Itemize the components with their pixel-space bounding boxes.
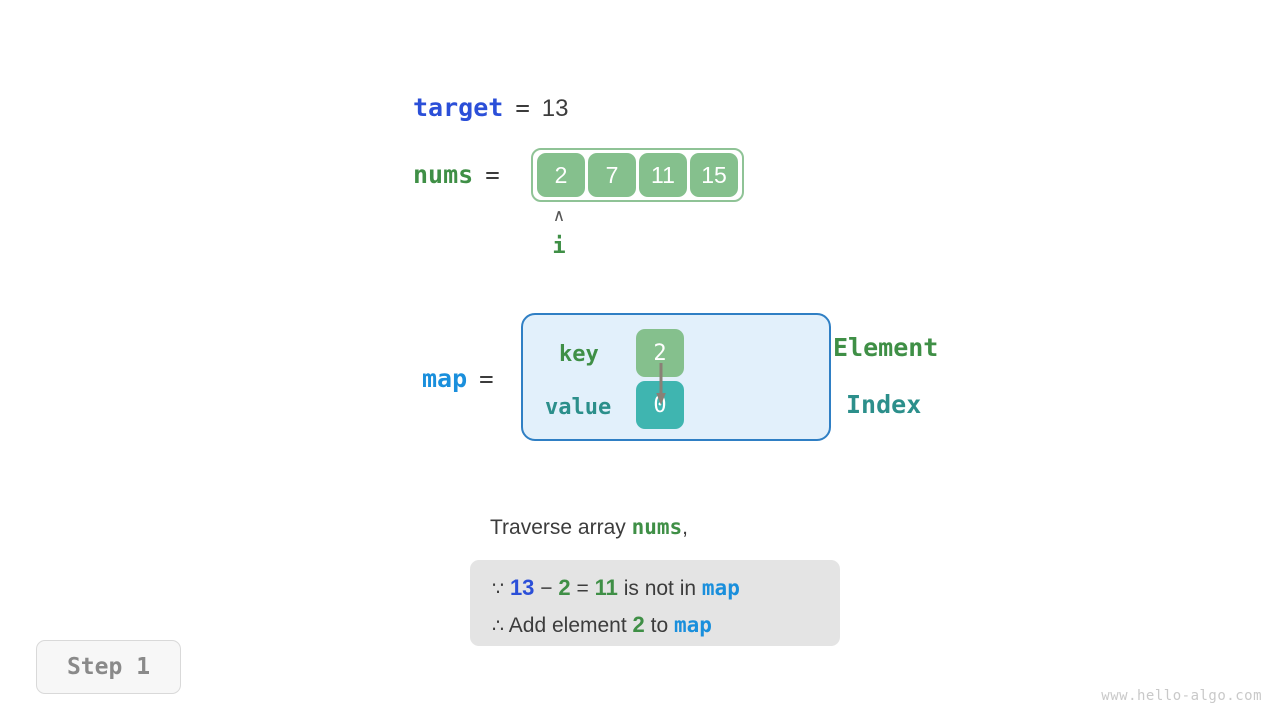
index-pointer: ∧ i — [531, 206, 587, 260]
operand-current: 2 — [558, 575, 571, 600]
step-badge: Step 1 — [36, 640, 181, 694]
map-key-label: key — [559, 342, 599, 367]
array-cell: 15 — [690, 153, 738, 197]
target-assignment: target = 13 — [413, 93, 568, 123]
target-equals-sign: = — [515, 94, 530, 122]
explanation-line-2: ∴ Add element 2 to map — [492, 607, 818, 644]
nums-assignment: nums = — [413, 160, 500, 189]
traverse-description: Traverse array nums, — [490, 515, 688, 540]
array-container: 2 7 11 15 — [531, 148, 744, 202]
to-text: to — [650, 614, 669, 637]
caret-up-icon: ∧ — [552, 206, 566, 226]
map-container: key value 2 0 — [521, 313, 831, 441]
traverse-text-suffix: , — [682, 516, 689, 539]
explanation-box: ∵ 13 − 2 = 11 is not in map ∴ Add elemen… — [470, 560, 840, 646]
map-entry-column: key value 2 0 — [523, 315, 829, 439]
array-cell: 11 — [639, 153, 687, 197]
index-pointer-label: i — [552, 234, 566, 259]
map-equals-sign: = — [479, 365, 494, 393]
element-side-label: Element — [833, 333, 939, 362]
array-cell: 7 — [588, 153, 636, 197]
nums-variable-label: nums — [413, 160, 474, 189]
because-symbol: ∵ — [492, 578, 505, 600]
key-to-value-arrow-icon — [656, 363, 666, 405]
minus-operator: − — [540, 577, 553, 600]
map-variable-label: map — [422, 364, 468, 393]
traverse-text-prefix: Traverse array — [490, 516, 632, 539]
map-value-label: value — [545, 395, 612, 420]
map-reference: map — [701, 576, 740, 600]
add-element-text: Add element — [508, 614, 627, 637]
index-side-label: Index — [846, 390, 922, 419]
target-value: 13 — [541, 95, 569, 122]
watermark: www.hello-algo.com — [1101, 688, 1262, 704]
map-reference: map — [674, 613, 712, 637]
map-assignment: map = — [422, 364, 494, 393]
equals-operator: = — [576, 577, 589, 600]
traverse-nums-reference: nums — [631, 515, 683, 539]
not-in-text: is not in — [623, 577, 697, 600]
nums-array: 2 7 11 15 — [531, 148, 744, 202]
operand-target: 13 — [509, 575, 535, 600]
therefore-symbol: ∴ — [492, 615, 505, 637]
target-variable-label: target — [413, 93, 504, 122]
added-element-value: 2 — [632, 612, 645, 637]
array-cell: 2 — [537, 153, 585, 197]
nums-equals-sign: = — [485, 160, 500, 189]
explanation-line-1: ∵ 13 − 2 = 11 is not in map — [492, 570, 818, 607]
operand-complement: 11 — [594, 575, 618, 600]
